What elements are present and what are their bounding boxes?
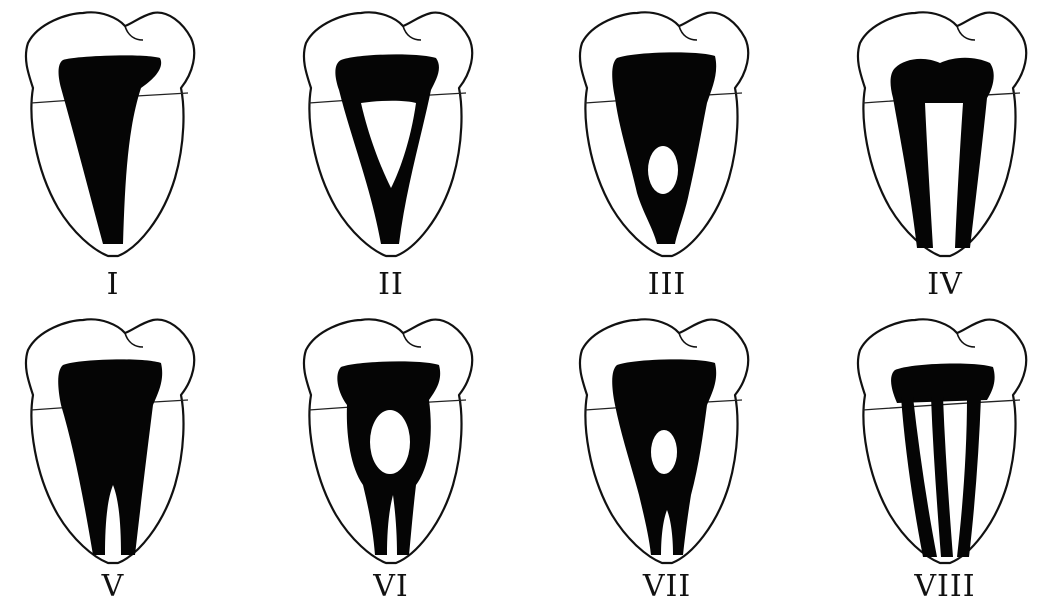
type-label-VII: VII [642,569,691,600]
tooth-type-IV [858,12,1026,256]
tooth-type-V [26,319,194,563]
tooth-type-III [580,12,748,256]
tooth-type-VI [304,319,472,563]
tooth-type-I [26,12,194,256]
type-label-V: V [101,569,125,600]
type-label-I: I [107,267,120,302]
canal-split-hole [648,146,678,194]
tooth-type-VII [580,319,748,563]
canal-split-hole [370,410,410,474]
tooth-type-VIII [858,319,1026,563]
type-label-VI: VI [372,569,409,600]
tooth-outline [858,12,1026,256]
tooth-type-II [304,12,472,256]
canal-split-hole [651,430,677,474]
type-label-III: III [648,267,687,302]
type-label-IV: IV [927,267,963,302]
type-label-II: II [378,267,404,302]
type-label-VIII: VIII [913,569,975,600]
